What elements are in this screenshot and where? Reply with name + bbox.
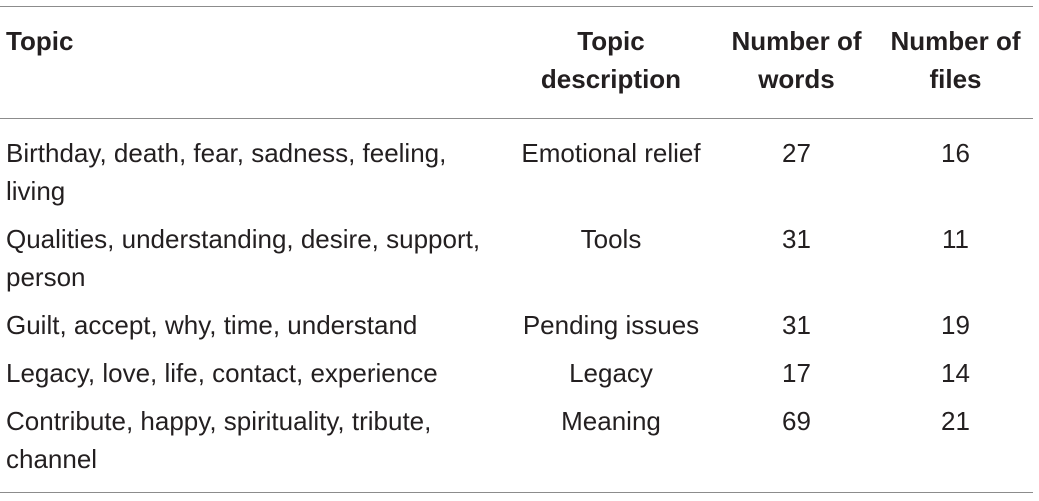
cell-topic: Legacy, love, life, contact, experience <box>6 358 438 388</box>
cell-files: 11 <box>942 224 969 254</box>
cell-words: 27 <box>782 138 811 168</box>
cell-topic: Qualities, understanding, desire, suppor… <box>6 224 481 292</box>
cell-words: 17 <box>782 358 811 388</box>
cell-words: 69 <box>782 406 811 436</box>
cell-files: 16 <box>941 138 970 168</box>
header-topic: Topic <box>6 26 74 56</box>
cell-files: 21 <box>941 406 970 436</box>
header-number-of-files: Number of files <box>890 26 1021 94</box>
cell-description: Pending issues <box>522 310 700 340</box>
table-row: Qualities, understanding, desire, suppor… <box>0 220 1033 306</box>
cell-topic: Contribute, happy, spirituality, tribute… <box>6 406 432 474</box>
cell-files: 14 <box>941 358 970 388</box>
table-row: Contribute, happy, spirituality, tribute… <box>0 402 1033 493</box>
table-row: Birthday, death, fear, sadness, feeling,… <box>0 119 1033 221</box>
header-topic-description: Topic description <box>540 26 682 94</box>
table-row: Legacy, love, life, contact, experience … <box>0 354 1033 402</box>
cell-words: 31 <box>782 224 811 254</box>
header-number-of-words: Number of words <box>731 26 862 94</box>
cell-description: Tools <box>580 224 642 254</box>
table-body: Birthday, death, fear, sadness, feeling,… <box>0 119 1033 493</box>
cell-description: Meaning <box>561 406 661 436</box>
table-header: Topic Topic description Number of words … <box>0 6 1033 119</box>
cell-topic: Guilt, accept, why, time, understand <box>6 310 418 340</box>
cell-description: Legacy <box>569 358 653 388</box>
cell-description: Emotional relief <box>521 138 701 168</box>
table-row: Guilt, accept, why, time, understand Pen… <box>0 306 1033 354</box>
topics-table: Topic Topic description Number of words … <box>0 6 1033 493</box>
topics-table-container: Topic Topic description Number of words … <box>0 6 1033 493</box>
cell-words: 31 <box>782 310 811 340</box>
cell-files: 19 <box>941 310 970 340</box>
cell-topic: Birthday, death, fear, sadness, feeling,… <box>6 138 447 206</box>
header-row: Topic Topic description Number of words … <box>0 6 1033 119</box>
